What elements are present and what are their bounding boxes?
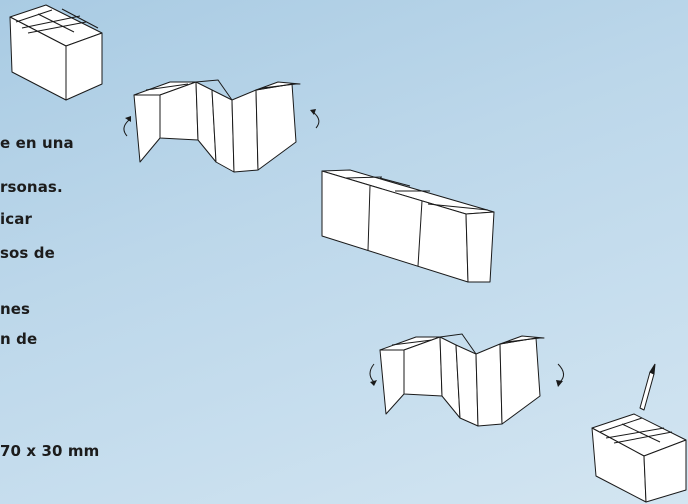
rotate-left-arrow-icon bbox=[123, 116, 131, 137]
description-line-4: sos de bbox=[0, 244, 55, 262]
folding-box-illustration-bottom bbox=[379, 333, 545, 427]
description-line-3: icar bbox=[0, 210, 32, 228]
extended-box-illustration bbox=[321, 169, 495, 283]
description-line-6: n de bbox=[0, 330, 38, 348]
pencil-icon bbox=[639, 363, 656, 411]
dimensions-text: 70 x 30 mm bbox=[0, 442, 100, 460]
description-line-5: nes bbox=[0, 300, 31, 318]
rotate-left-arrow-icon-lower bbox=[369, 363, 377, 386]
closed-box-illustration bbox=[9, 4, 103, 101]
description-line-1: e en una bbox=[0, 134, 74, 152]
box-with-pencil-illustration bbox=[591, 363, 687, 503]
rotate-right-arrow-icon-lower bbox=[556, 363, 564, 387]
description-line-2: rsonas. bbox=[0, 178, 63, 196]
unfolding-box-illustration-top bbox=[133, 79, 301, 173]
rotate-right-arrow-icon bbox=[310, 109, 320, 129]
